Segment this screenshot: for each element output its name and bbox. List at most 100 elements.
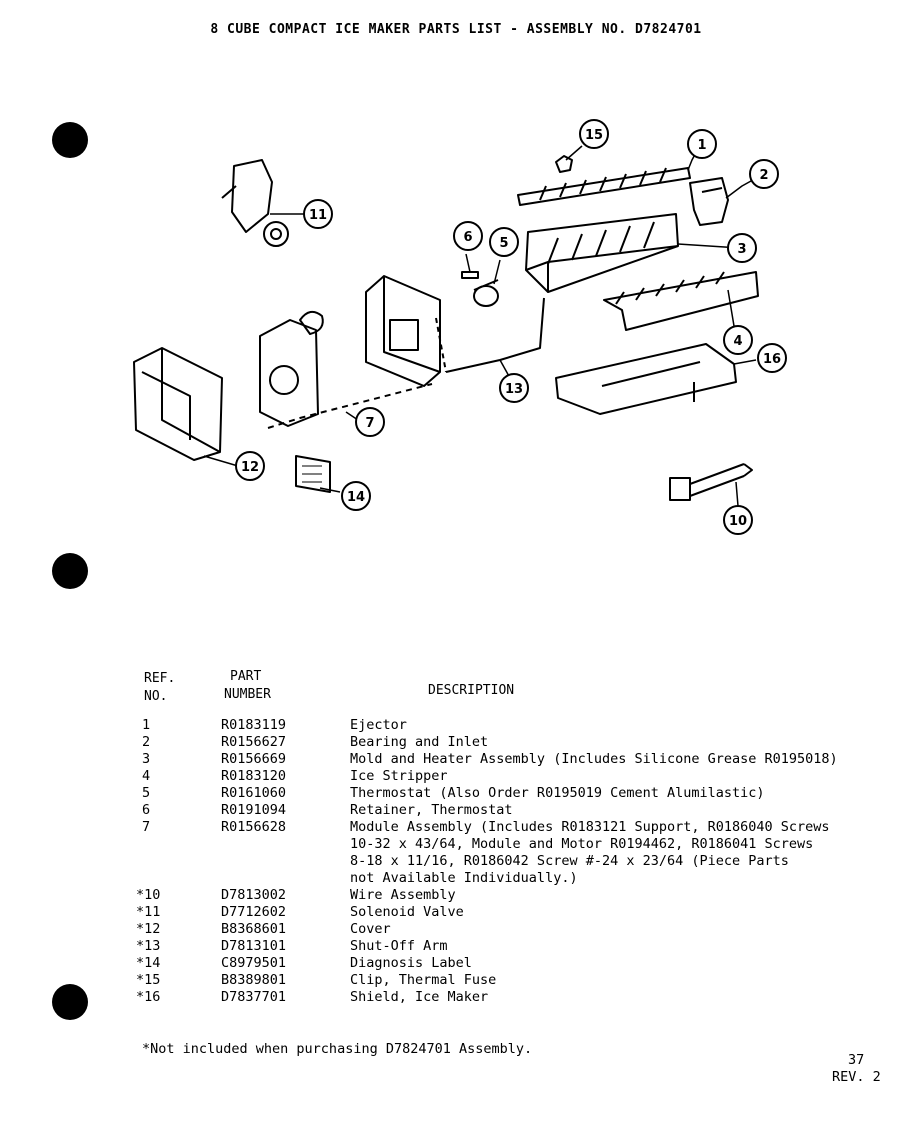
part-number: D7813101 (221, 938, 287, 954)
ref-number: *14 (136, 955, 161, 971)
svg-text:14: 14 (347, 490, 365, 505)
part-number: D7837701 (221, 989, 287, 1005)
callout-2: 2 (749, 159, 779, 189)
ref-number: 5 (142, 785, 151, 801)
binder-hole-middle (52, 553, 88, 589)
ref-number: *16 (136, 989, 161, 1005)
ref-number: *12 (136, 921, 161, 937)
callout-7: 7 (355, 407, 385, 437)
part-number: R0156627 (221, 734, 287, 750)
header-ref-line1: REF. (144, 671, 176, 686)
footnote: *Not included when purchasing D7824701 A… (142, 1041, 533, 1057)
svg-text:13: 13 (505, 382, 523, 397)
part-number: R0156628 (221, 819, 287, 835)
part-ice-stripper (603, 271, 759, 331)
part-number: B8389801 (221, 972, 287, 988)
header-ref-line2: NO. (144, 689, 168, 704)
page-title: 8 CUBE COMPACT ICE MAKER PARTS LIST - AS… (210, 22, 702, 37)
part-shut-off-arm (435, 297, 545, 373)
part-description: Mold and Heater Assembly (Includes Silic… (350, 751, 838, 767)
exploded-parts-diagram: 1 2 3 4 5 6 7 10 11 12 13 14 15 16 (133, 119, 787, 535)
part-number: R0183119 (221, 717, 287, 733)
callout-3: 3 (727, 233, 757, 263)
svg-text:2: 2 (759, 168, 768, 183)
header-part: PART NUMBER (224, 668, 271, 704)
callout-15: 15 (579, 119, 609, 149)
ref-number: 7 (142, 819, 151, 835)
part-number: R0156669 (221, 751, 287, 767)
page-number: 37 (848, 1052, 865, 1068)
callout-labels: 1 2 3 4 5 6 7 10 11 12 13 14 15 16 (235, 119, 787, 535)
part-number: D7813002 (221, 887, 287, 903)
header-ref: REF. NO. (144, 670, 175, 706)
part-clip-thermal-fuse (555, 155, 573, 173)
binder-hole-top (52, 122, 88, 158)
part-wire-assembly (669, 463, 753, 501)
svg-text:3: 3 (737, 242, 746, 257)
part-description: Wire Assembly (350, 887, 456, 903)
part-shield-ice-maker (555, 343, 737, 415)
part-description: Solenoid Valve (350, 904, 464, 920)
svg-text:4: 4 (733, 334, 742, 349)
part-bearing-and-inlet (689, 177, 729, 226)
part-description: Clip, Thermal Fuse (350, 972, 497, 988)
part-ejector (517, 167, 691, 206)
part-number: R0161060 (221, 785, 287, 801)
part-description: 10-32 x 43/64, Module and Motor R0194462… (350, 836, 814, 852)
callout-12: 12 (235, 451, 265, 481)
part-description: Cover (350, 921, 391, 937)
part-diagnosis-label (295, 455, 331, 493)
ref-number: *15 (136, 972, 161, 988)
part-number: R0191094 (221, 802, 287, 818)
part-description: Module Assembly (Includes R0183121 Suppo… (350, 819, 830, 835)
part-number: C8979501 (221, 955, 287, 971)
svg-text:5: 5 (499, 236, 508, 251)
part-retainer-thermostat (461, 271, 479, 279)
ref-number: 6 (142, 802, 151, 818)
svg-text:12: 12 (241, 460, 259, 475)
svg-text:6: 6 (463, 230, 472, 245)
svg-text:1: 1 (697, 138, 706, 153)
ref-number: *13 (136, 938, 161, 954)
header-description: DESCRIPTION (428, 683, 515, 698)
part-number: B8368601 (221, 921, 287, 937)
callout-11: 11 (303, 199, 333, 229)
header-part-line1: PART (230, 669, 262, 684)
part-number: R0183120 (221, 768, 287, 784)
callout-1: 1 (687, 129, 717, 159)
svg-text:11: 11 (309, 208, 327, 223)
callout-5: 5 (489, 227, 519, 257)
part-number: D7712602 (221, 904, 287, 920)
ref-number: 2 (142, 734, 151, 750)
ref-number: *10 (136, 887, 161, 903)
part-description: Retainer, Thermostat (350, 802, 513, 818)
part-description: 8-18 x 11/16, R0186042 Screw #-24 x 23/6… (350, 853, 789, 869)
ref-number: *11 (136, 904, 161, 920)
part-solenoid-valve (221, 159, 289, 247)
revision: REV. 2 (832, 1069, 881, 1085)
callout-10: 10 (723, 505, 753, 535)
svg-text:15: 15 (585, 128, 603, 143)
part-description: Shut-Off Arm (350, 938, 448, 954)
ref-number: 3 (142, 751, 151, 767)
svg-text:16: 16 (763, 352, 781, 367)
svg-text:7: 7 (365, 416, 374, 431)
part-module-assembly (259, 275, 441, 429)
ref-number: 1 (142, 717, 151, 733)
part-description: Thermostat (Also Order R0195019 Cement A… (350, 785, 765, 801)
part-cover (133, 347, 223, 461)
header-part-line2: NUMBER (224, 687, 271, 702)
part-description: Ice Stripper (350, 768, 448, 784)
part-description: Ejector (350, 717, 407, 733)
callout-4: 4 (723, 325, 753, 355)
part-description: Bearing and Inlet (350, 734, 489, 750)
ref-number: 4 (142, 768, 151, 784)
part-description: not Available Individually.) (350, 870, 578, 886)
svg-text:10: 10 (729, 514, 747, 529)
callout-16: 16 (757, 343, 787, 373)
part-description: Diagnosis Label (350, 955, 472, 971)
part-description: Shield, Ice Maker (350, 989, 489, 1005)
callout-14: 14 (341, 481, 371, 511)
callout-6: 6 (453, 221, 483, 251)
callout-13: 13 (499, 373, 529, 403)
